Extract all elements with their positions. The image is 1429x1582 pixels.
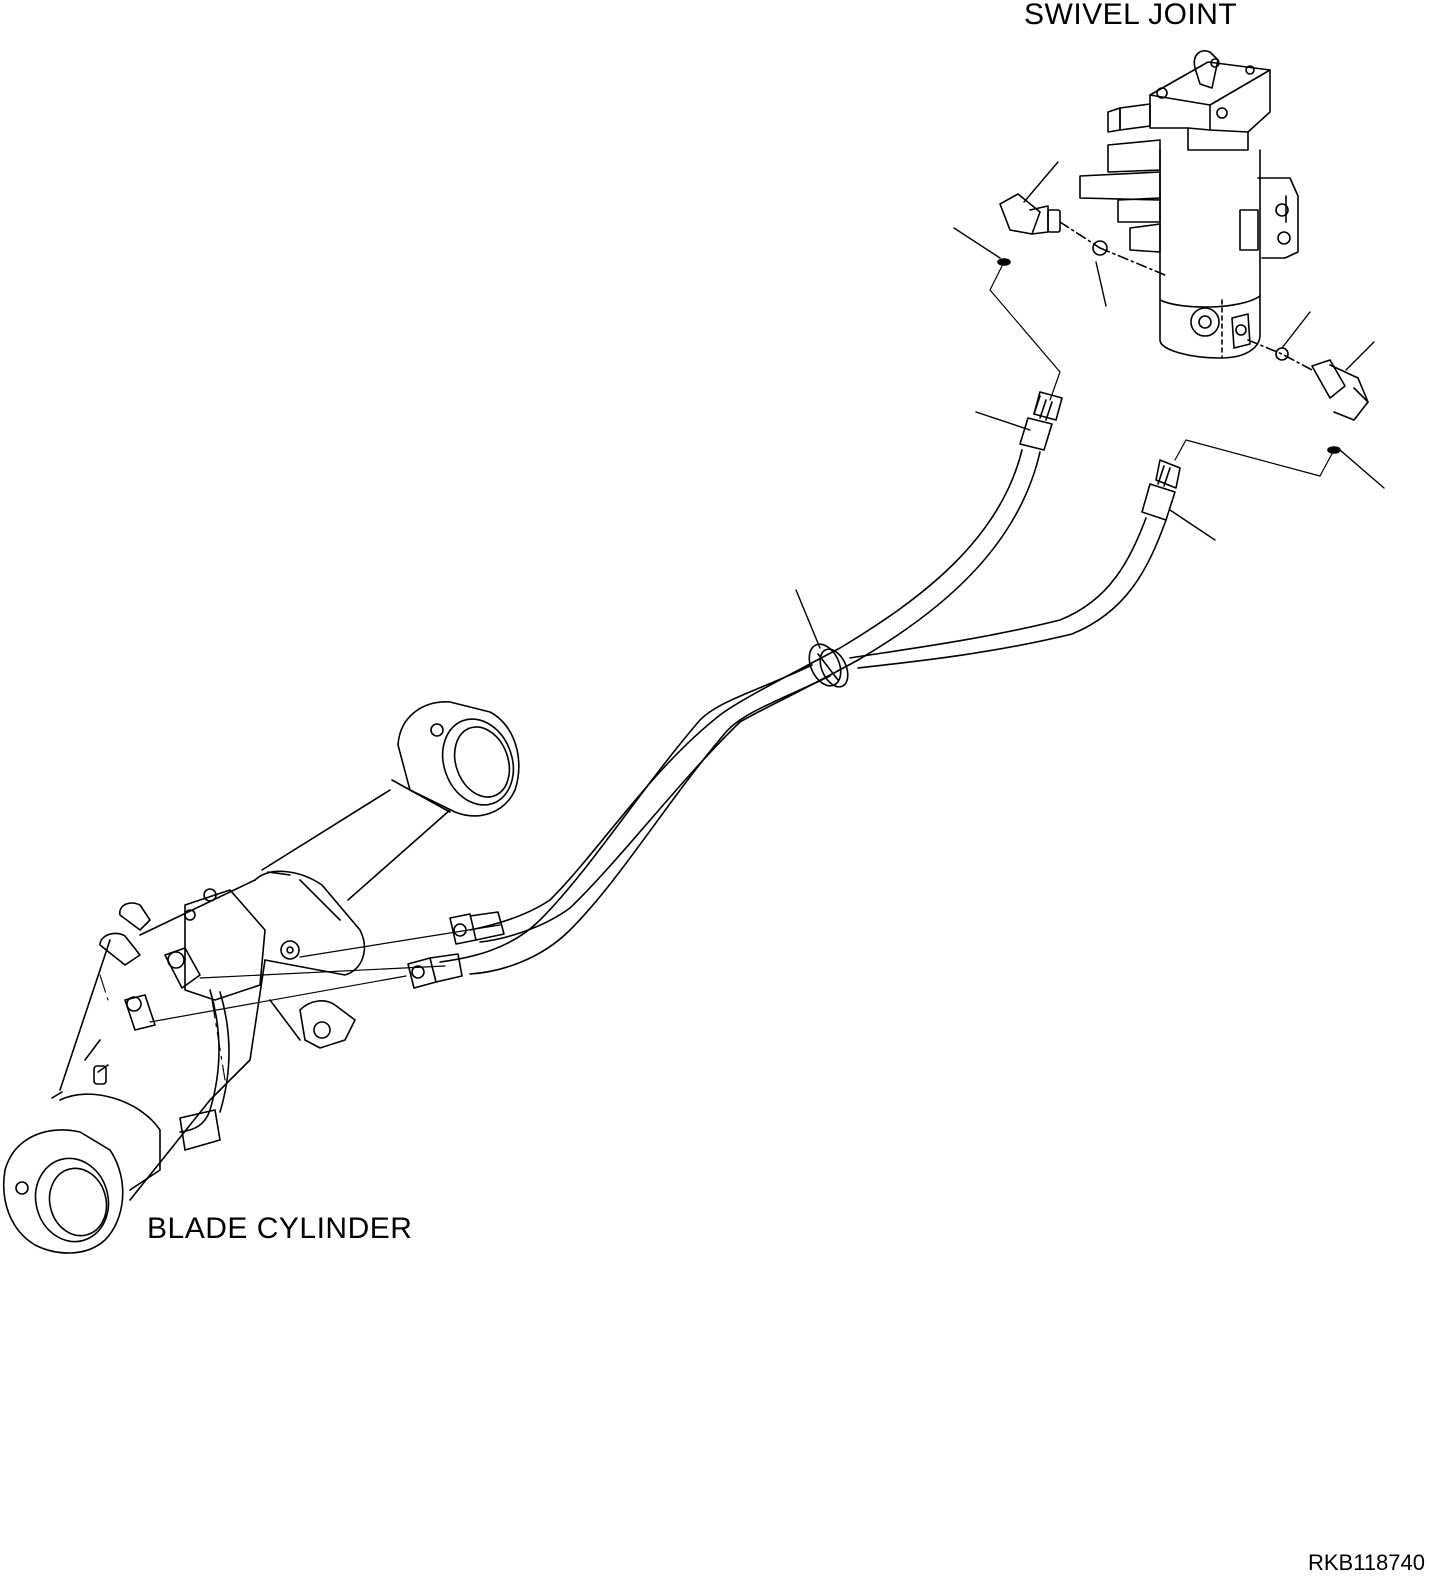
hose-1 — [469, 391, 1063, 943]
swivel-joint-label: SWIVEL JOINT — [1024, 0, 1238, 31]
swivel-joint — [1079, 50, 1299, 359]
hose-end-fitting-lower — [407, 953, 463, 989]
blade-cylinder-label: BLADE CYLINDER — [147, 1212, 413, 1245]
lower-elbow-fitting — [1247, 339, 1369, 421]
center-lines — [99, 974, 226, 1081]
hose-2 — [849, 459, 1181, 669]
blade-cylinder — [3, 701, 520, 1254]
upper-elbow-fitting — [999, 193, 1166, 276]
hose-lower-run — [439, 664, 831, 975]
drawing-code-label: RKB118740 — [1307, 1550, 1425, 1575]
hose-end-fitting-upper — [449, 911, 505, 945]
leader-lines — [795, 161, 1385, 649]
hose-clamp — [808, 643, 849, 688]
